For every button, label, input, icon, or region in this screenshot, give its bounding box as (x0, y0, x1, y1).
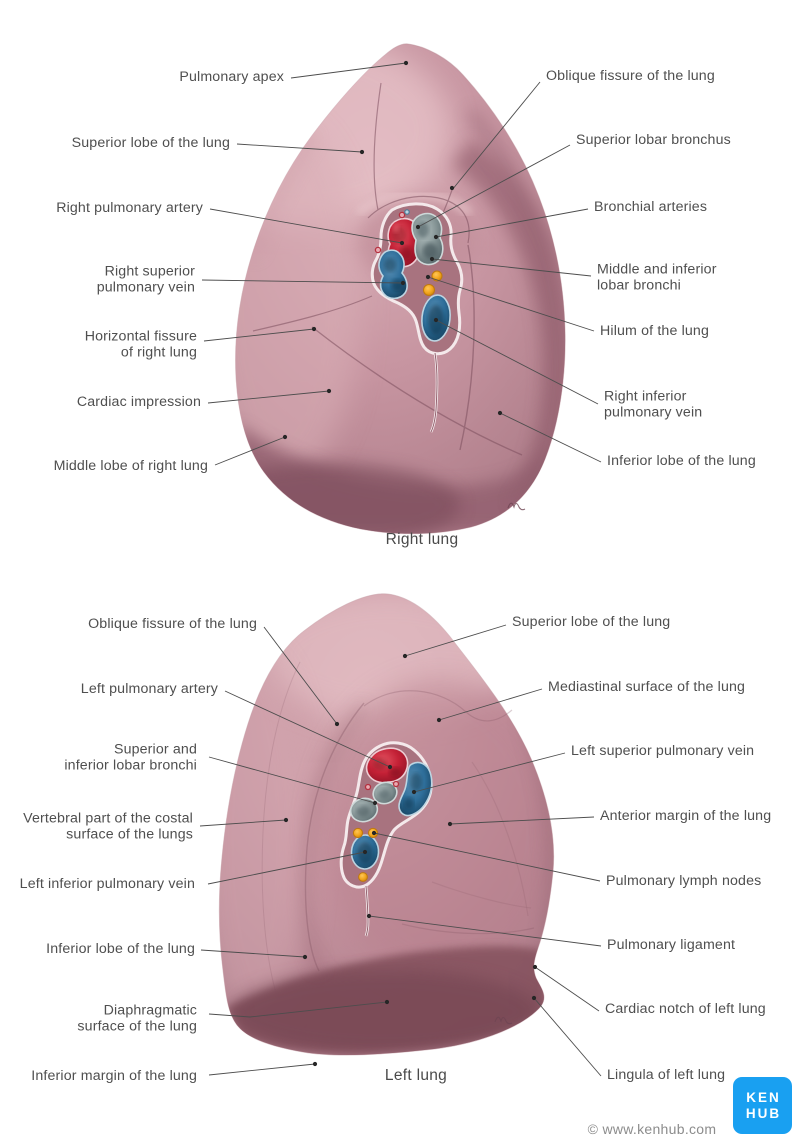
copyright-text: © www.kenhub.com (587, 1121, 717, 1137)
label-text: inferior lobar bronchi (64, 757, 197, 773)
label-text: Bronchial arteries (594, 199, 708, 216)
small-vein (404, 209, 410, 215)
label-lingula: Lingula of left lung (607, 1068, 725, 1084)
label-text: Right inferior (604, 388, 687, 405)
label-right-pulmonary-artery: Right pulmonary artery (56, 201, 203, 217)
label-text: Inferior lobe of the lung (607, 453, 756, 470)
label-text: surface of the lung (77, 1018, 197, 1034)
label-text: Pulmonary apex (179, 69, 284, 86)
label-text: Diaphragmatic (103, 1002, 197, 1019)
label-superior-lobe-left: Superior lobe of the lung (512, 615, 670, 631)
label-cardiac-impression: Cardiac impression (77, 395, 201, 411)
lymph-node (352, 827, 364, 839)
label-left-inferior-pulmonary-vein: Left inferior pulmonary vein (20, 877, 195, 893)
lymph-node (431, 270, 443, 282)
label-text: Oblique fissure of the lung (546, 68, 715, 85)
caption-right-lung: Right lung (385, 531, 459, 548)
label-text: Hilum of the lung (600, 323, 710, 340)
label-cardiac-notch: Cardiac notch of left lung (605, 1002, 766, 1018)
label-text: Superior lobe of the lung (512, 614, 671, 631)
label-pulmonary-lymph-nodes: Pulmonary lymph nodes (606, 874, 761, 890)
leader-dots (282, 60, 538, 1067)
label-text: Superior lobar bronchus (576, 132, 731, 149)
label-text: Right superior (104, 263, 195, 280)
label-text: Pulmonary lymph nodes (606, 873, 762, 890)
label-inferior-lobe-right: Inferior lobe of the lung (607, 454, 756, 470)
label-text: Cardiac notch of left lung (605, 1001, 766, 1018)
label-anterior-margin: Anterior margin of the lung (600, 809, 771, 825)
kenhub-logo-text: KEN (746, 1090, 781, 1105)
label-text: Middle lobe of right lung (53, 458, 208, 475)
label-text: lobar bronchi (597, 277, 681, 293)
label-hilum: Hilum of the lung (600, 324, 709, 340)
right-lung-fissures (252, 82, 523, 456)
artist-signature (494, 1016, 513, 1025)
label-text: Middle and inferior (597, 261, 717, 278)
label-inferior-lobe-left: Inferior lobe of the lung (46, 942, 195, 958)
label-left-superior-pulmonary-vein: Left superior pulmonary vein (571, 744, 754, 760)
bronchial-artery (364, 783, 372, 791)
lymph-node (423, 284, 435, 296)
label-text: Cardiac impression (76, 394, 201, 411)
left-lung-fissures (261, 661, 535, 1001)
label-text: Vertebral part of the costal (23, 810, 193, 827)
kenhub-logo-text: HUB (745, 1105, 782, 1121)
label-superior-lobar-bronchus: Superior lobar bronchus (576, 133, 731, 149)
right-superior-pulmonary-vein (378, 249, 408, 300)
label-mediastinal-surface: Mediastinal surface of the lung (548, 680, 745, 696)
label-text: Superior lobe of the lung (71, 135, 230, 152)
label-text: Right pulmonary artery (56, 200, 203, 217)
label-superior-lobe-right: Superior lobe of the lung (72, 136, 230, 152)
leader-lines (199, 62, 602, 1077)
label-text: pulmonary vein (604, 404, 703, 420)
label-text: Lingula of left lung (607, 1067, 726, 1084)
label-text: Superior and (113, 741, 197, 758)
label-text: Mediastinal surface of the lung (548, 679, 746, 696)
right-lung-body (235, 43, 566, 535)
label-text: Inferior margin of the lung (31, 1068, 197, 1085)
label-text: Horizontal fissure (84, 328, 197, 345)
lymph-node (358, 872, 368, 882)
artist-signature (507, 502, 526, 511)
label-text: Anterior margin of the lung (600, 808, 772, 825)
label-text: Pulmonary ligament (607, 937, 736, 954)
label-pulmonary-apex: Pulmonary apex (179, 70, 284, 86)
label-pulmonary-ligament: Pulmonary ligament (607, 938, 735, 954)
bronchial-artery (392, 780, 400, 788)
kenhub-logo: KEN HUB (733, 1077, 792, 1134)
label-text: pulmonary vein (96, 279, 195, 295)
caption-left-lung: Left lung (384, 1067, 448, 1084)
label-oblique-fissure-right: Oblique fissure of the lung (546, 69, 715, 85)
label-oblique-fissure-left: Oblique fissure of the lung (88, 617, 257, 633)
label-text: Left pulmonary artery (80, 681, 218, 698)
bronchial-artery (374, 246, 382, 254)
label-inferior-margin: Inferior margin of the lung (31, 1069, 197, 1085)
label-text: Left inferior pulmonary vein (19, 876, 195, 893)
label-text: Left superior pulmonary vein (571, 743, 755, 760)
label-left-pulmonary-artery: Left pulmonary artery (81, 682, 218, 698)
label-text: Inferior lobe of the lung (46, 941, 195, 958)
bronchial-artery (398, 211, 406, 219)
label-middle-lobe: Middle lobe of right lung (54, 459, 208, 475)
label-text: of right lung (120, 344, 197, 360)
label-text: surface of the lungs (66, 826, 193, 842)
label-bronchial-arteries: Bronchial arteries (594, 200, 707, 216)
label-text: Oblique fissure of the lung (88, 616, 257, 633)
